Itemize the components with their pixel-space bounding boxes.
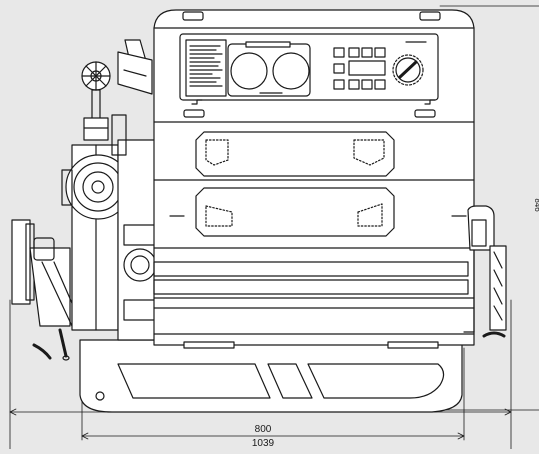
control-button[interactable] xyxy=(333,79,345,90)
control-panel xyxy=(179,33,439,101)
control-button[interactable] xyxy=(348,47,360,58)
dimension-label-800: 800 xyxy=(255,424,272,435)
vacuum-gauge xyxy=(272,52,310,90)
pump-assembly xyxy=(61,39,166,341)
lower-ribs xyxy=(153,247,475,335)
throttle-dial[interactable] xyxy=(392,54,424,86)
control-button[interactable] xyxy=(374,47,386,58)
dimension-label-846: 846 xyxy=(533,198,539,212)
left-side-frame xyxy=(11,219,83,361)
dimension-label-1039: 1039 xyxy=(252,438,275,449)
control-button[interactable] xyxy=(361,79,373,90)
control-button[interactable] xyxy=(333,63,345,74)
control-button[interactable] xyxy=(361,47,373,58)
panel-clips xyxy=(183,99,436,118)
pressure-gauge xyxy=(230,52,268,90)
control-button[interactable] xyxy=(374,79,386,90)
control-button[interactable] xyxy=(348,79,360,90)
main-housing xyxy=(153,9,475,349)
upper-grille-panel xyxy=(195,131,395,177)
base-frame xyxy=(79,339,463,413)
right-side-frame xyxy=(463,205,507,338)
lower-grille-panel xyxy=(195,187,395,237)
digital-display xyxy=(348,60,386,76)
control-button[interactable] xyxy=(333,47,345,58)
handwheel xyxy=(81,61,111,121)
